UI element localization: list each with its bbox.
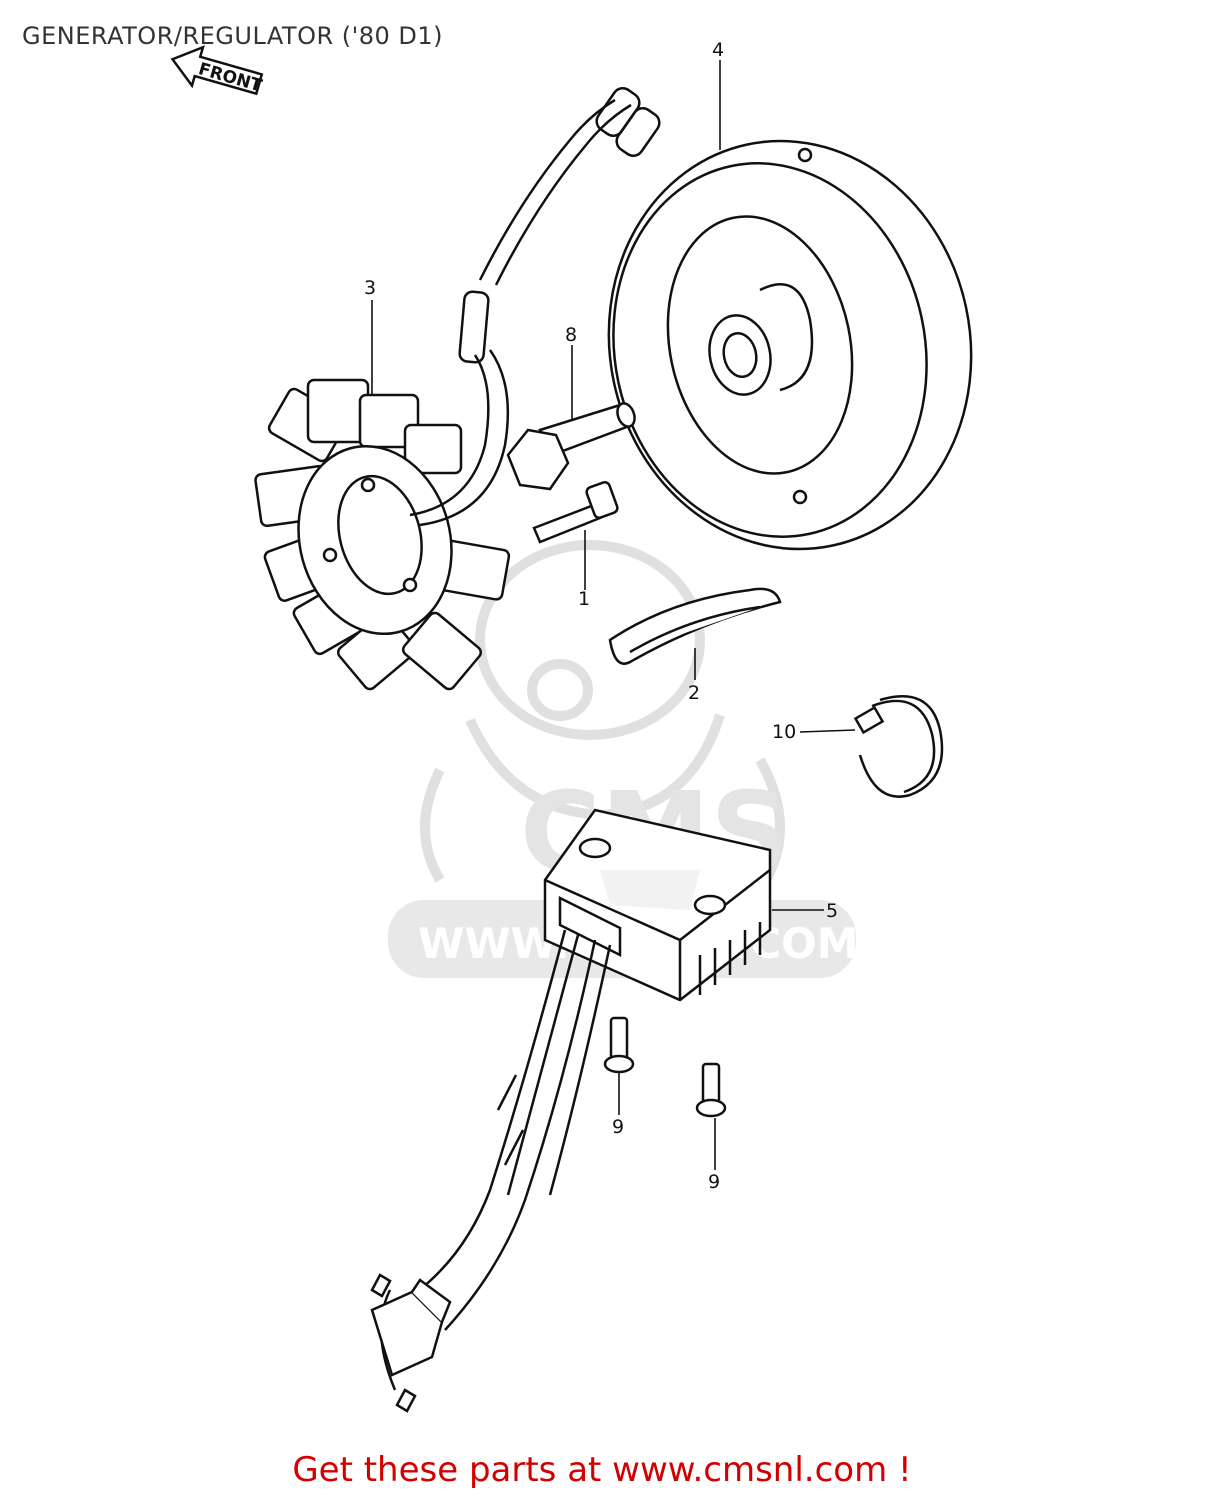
stator <box>254 378 511 691</box>
regulator-screw-b <box>695 1062 727 1118</box>
callout-4: 4 <box>712 39 724 61</box>
promo-link[interactable]: Get these parts at www.cmsnl.com ! <box>0 1450 1232 1490</box>
callout-5: 5 <box>826 900 838 922</box>
rotor-bolt <box>506 402 636 491</box>
rotor-flywheel <box>607 139 973 551</box>
stator-screw <box>532 481 619 544</box>
page-title: GENERATOR/REGULATOR ('80 D1) <box>22 22 444 50</box>
callout-9b: 9 <box>708 1171 720 1193</box>
regulator-screw-a <box>603 1016 635 1074</box>
promo-text[interactable]: Get these parts at www.cmsnl.com ! <box>292 1450 912 1490</box>
callout-3: 3 <box>364 277 376 299</box>
wire-plate <box>608 587 782 665</box>
regulator-wires <box>370 929 612 1413</box>
callout-8: 8 <box>565 324 577 346</box>
callout-10: 10 <box>772 721 796 743</box>
regulator <box>543 808 772 1002</box>
callout-1: 1 <box>578 588 590 610</box>
regulator-connector <box>370 1278 452 1377</box>
callout-2: 2 <box>688 682 700 704</box>
callout-9a: 9 <box>612 1116 624 1138</box>
leader-lines <box>371 60 856 1170</box>
stator-wire <box>409 86 661 527</box>
front-arrow: FRONT <box>170 45 264 97</box>
band-clamp <box>853 695 944 798</box>
